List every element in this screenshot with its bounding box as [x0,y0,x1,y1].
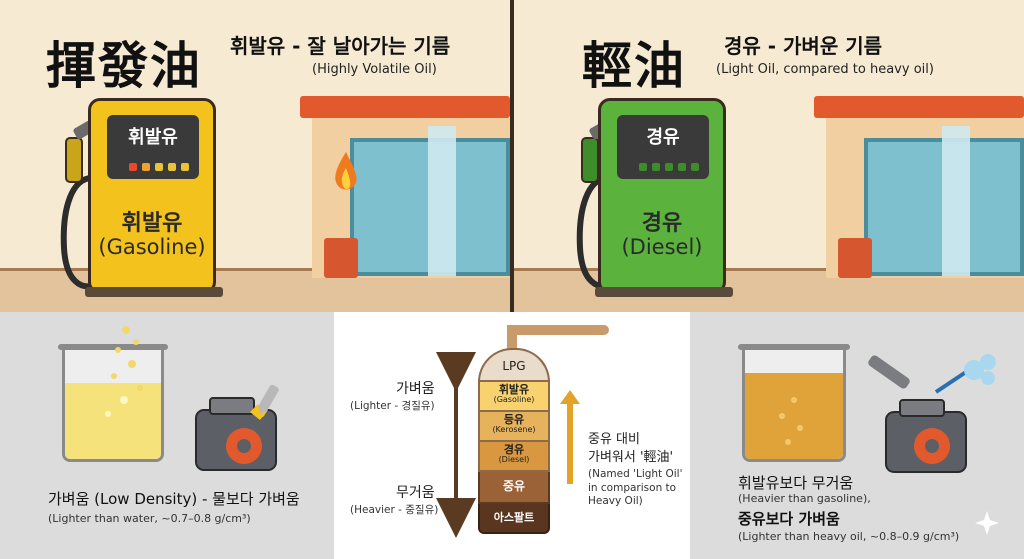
layer-gasoline-label: 휘발유 [498,383,530,396]
pump-screen-label: 휘발유 [128,127,178,148]
lighter-sublabel: (Lighter - 경질유) [350,400,435,412]
panel-divider [510,0,514,312]
english-subtitle: (Light Oil, compared to heavy oil) [716,62,934,77]
pump-screen: 경유 [617,115,709,179]
hanja-title: 揮發油 [46,36,202,95]
note-line-1: 중유 대비 [588,432,640,447]
heavier-caption: 휘발유보다 무거움 [738,474,854,492]
gasoline-pump: 휘발유 휘발유 (Gasoline) [85,98,223,297]
lighter-caption: 중유보다 가벼움 [738,510,840,528]
pump-label-english: (Gasoline) [98,235,206,259]
heavier-subcaption: (Heavier than gasoline), [738,492,871,505]
bubbles-icon [105,326,143,417]
heavier-label: 무거움 [396,485,435,501]
sparkle-icon [975,511,999,535]
pump-screen: 휘발유 [107,115,199,179]
density-subcaption: (Lighter than water, ~0.7–0.8 g/cm³) [48,512,251,525]
layer-diesel: 경유(Diesel) [478,442,550,472]
density-caption: 가벼움 (Low Density) - 물보다 가벼움 [48,490,300,508]
layer-kerosene: 등유(Kerosene) [478,412,550,442]
pump-label-korean: 경유 [641,211,683,236]
layer-diesel-label: 경유 [503,443,525,456]
layer-gasoline-en: (Gasoline) [493,394,535,404]
diesel-density-panel: 휘발유보다 무거움 (Heavier than gasoline), 중유보다 … [690,312,1024,559]
layer-asphalt: 아스팔트 [478,504,550,534]
layer-heavy-oil-label: 중유 [502,479,526,493]
bubbles-icon [779,397,803,445]
pump-screen-label: 경유 [646,127,680,148]
pump-label-english: (Diesel) [621,235,703,259]
gas-station-building [300,96,510,278]
diesel-pump: 경유 경유 (Diesel) [595,98,733,297]
gas-station-building [814,96,1024,278]
heavier-sublabel: (Heavier - 중질유) [350,504,439,516]
gasoline-panel: 揮發油 휘발유 - 잘 날아가는 기름 (Highly Volatile Oil… [0,0,510,312]
pump-label-korean: 휘발유 [121,211,183,236]
korean-title: 경유 - 가벼운 기름 [724,34,882,58]
layer-gasoline: 휘발유(Gasoline) [478,382,550,412]
distillation-tower-diagram [436,325,609,538]
diesel-engine-icon [868,354,996,473]
beaker-icon [742,350,846,462]
layer-heavy-oil: 중유 [478,472,550,504]
note-english: (Named 'Light Oil' in comparison to Heav… [588,468,683,508]
flame-icon [335,152,357,190]
layer-kerosene-label: 등유 [503,413,525,426]
layer-asphalt-label: 아스팔트 [493,511,535,524]
layer-lpg: LPG [478,348,550,382]
korean-title: 휘발유 - 잘 날아가는 기름 [230,34,451,58]
diesel-panel: 輕油 경유 - 가벼운 기름 (Light Oil, compared to h… [514,0,1024,312]
engine-icon [195,384,279,471]
lighter-label: 가벼움 [396,381,435,397]
note-line-2: 가벼워서 '輕油' [588,450,674,465]
distillation-tower: LPG 휘발유(Gasoline) 등유(Kerosene) 경유(Diesel… [478,348,550,534]
distillation-column-panel: 가벼움 (Lighter - 경질유) 무거움 (Heavier - 중질유) … [334,312,690,559]
fuel-nozzle-icon [60,120,92,290]
layer-lpg-label: LPG [502,359,526,373]
layer-diesel-en: (Diesel) [498,454,530,464]
gasoline-density-panel: 가벼움 (Low Density) - 물보다 가벼움 (Lighter tha… [0,312,334,559]
lighter-subcaption: (Lighter than heavy oil, ~0.8–0.9 g/cm³) [738,530,960,543]
english-subtitle: (Highly Volatile Oil) [312,62,437,77]
hanja-title: 輕油 [582,36,686,95]
beaker-icon [62,350,164,462]
layer-kerosene-en: (Kerosene) [492,424,536,434]
